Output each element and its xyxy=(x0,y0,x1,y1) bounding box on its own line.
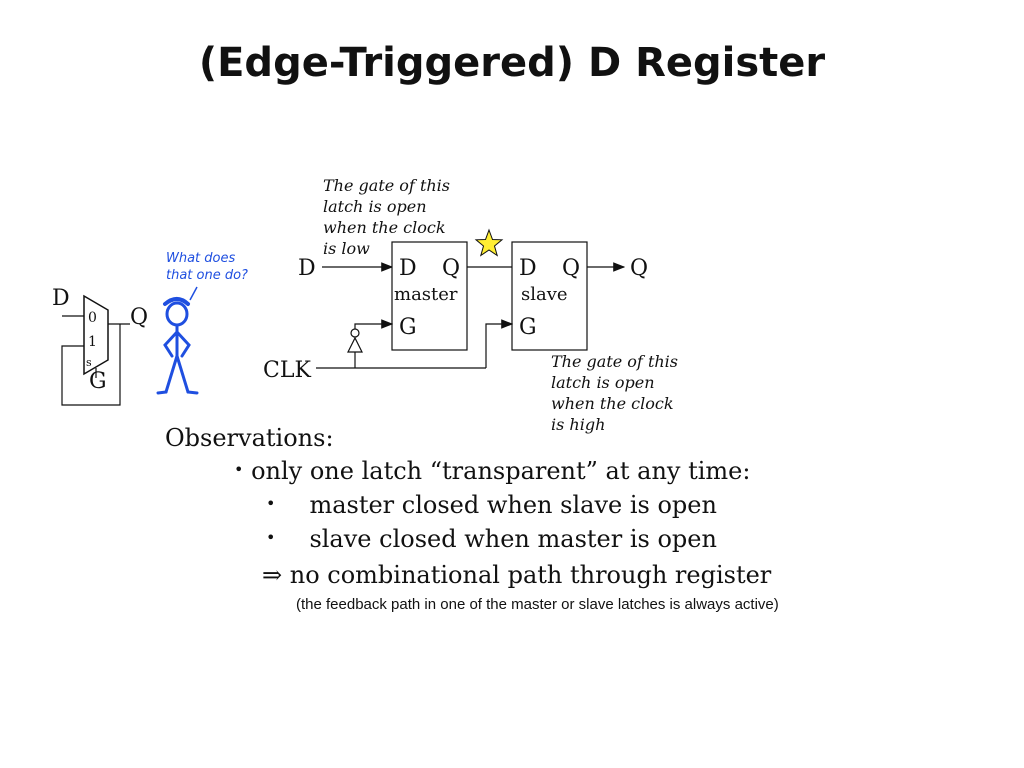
mux-g-label: G xyxy=(89,369,107,394)
slave-note: The gate of this latch is open when the … xyxy=(551,352,678,434)
slave-g: G xyxy=(519,315,537,340)
footnote: (the feedback path in one of the master … xyxy=(296,596,779,613)
observations-heading: Observations: xyxy=(165,424,334,452)
mux-select: s xyxy=(86,356,92,369)
slave-latch xyxy=(511,241,588,351)
mux-shape xyxy=(83,294,109,376)
slave-d: D xyxy=(519,256,537,281)
speech-pointer xyxy=(189,286,198,301)
svg-text:latch is open: latch is open xyxy=(551,373,655,392)
mux-q-label: Q xyxy=(130,305,148,330)
mux-latch: D 0 1 s Q G xyxy=(52,286,148,406)
svg-text:is low: is low xyxy=(323,239,370,258)
master-d: D xyxy=(399,256,417,281)
star-icon xyxy=(474,228,504,257)
speech-line-2: that one do? xyxy=(166,268,248,283)
inverter xyxy=(347,336,363,353)
sub-bullet-1: •master closed when slave is open xyxy=(266,491,717,519)
sub-bullet-2: •slave closed when master is open xyxy=(266,525,717,553)
master-q: Q xyxy=(442,256,460,281)
mux-d-label: D xyxy=(52,286,70,311)
svg-text:when the clock: when the clock xyxy=(323,218,446,237)
implies-icon: ⇒ xyxy=(262,561,283,589)
register-d-input: D xyxy=(298,256,316,281)
slave-name: slave xyxy=(521,284,568,305)
stick-figure xyxy=(156,297,199,395)
mux-input-0: 0 xyxy=(88,310,97,326)
implication-text: no combinational path through register xyxy=(289,561,772,589)
implication-line: ⇒ no combinational path through register xyxy=(262,561,771,589)
register-q-output: Q xyxy=(630,256,648,281)
master-g: G xyxy=(399,315,417,340)
svg-text:The gate of this: The gate of this xyxy=(323,176,450,195)
svg-text:latch is open: latch is open xyxy=(323,197,427,216)
master-name: master xyxy=(394,284,458,305)
svg-text:The gate of this: The gate of this xyxy=(551,352,678,371)
speech-line-1: What does xyxy=(166,251,235,266)
slave-q: Q xyxy=(562,256,580,281)
observation-bullet-text: only one latch “transparent” at any time… xyxy=(251,457,751,485)
slide-title: (Edge-Triggered) D Register xyxy=(198,40,826,86)
observation-bullet: • only one latch “transparent” at any ti… xyxy=(234,457,751,485)
master-latch xyxy=(391,241,468,351)
master-note: The gate of this latch is open when the … xyxy=(323,176,450,258)
svg-text:when the clock: when the clock xyxy=(551,394,674,413)
clk-label: CLK xyxy=(263,358,311,383)
mux-input-1: 1 xyxy=(88,334,97,350)
svg-text:is high: is high xyxy=(551,415,605,434)
